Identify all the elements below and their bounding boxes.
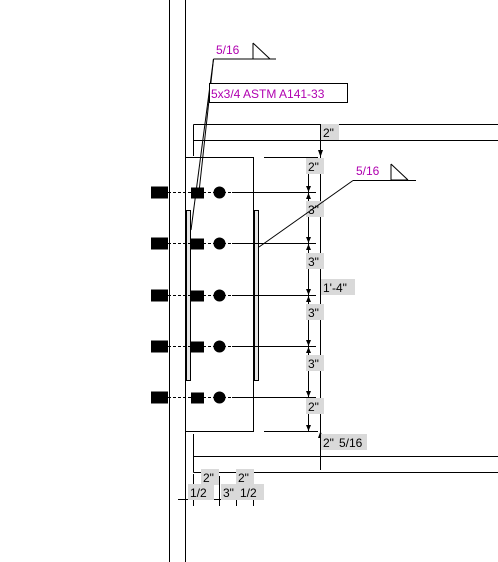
svg-text:3": 3"	[308, 357, 319, 371]
svg-text:2": 2"	[203, 471, 214, 485]
bolt-row	[151, 391, 232, 404]
bolt-hole	[213, 186, 226, 199]
bolt-nut	[191, 392, 204, 404]
dim-pitch-1: 3"	[306, 201, 324, 217]
dim-horiz-c: 1/2	[238, 484, 264, 500]
dim-pitch-2: 3"	[306, 253, 324, 269]
weld-size-top: 5/16	[216, 43, 240, 57]
bolt-head	[151, 391, 168, 404]
shear-plate	[185, 157, 254, 432]
beam-top-flange	[193, 124, 498, 156]
dim-pitch-4: 3"	[306, 355, 324, 371]
bolt-nut	[191, 238, 204, 250]
bolt-hole	[213, 340, 226, 353]
dim-edge-bottom: 2"	[306, 398, 324, 414]
svg-text:1/2: 1/2	[190, 486, 207, 500]
svg-text:2": 2"	[308, 400, 319, 414]
svg-text:2": 2"	[323, 126, 334, 140]
dim-overall: 1'-4"	[321, 279, 355, 295]
svg-text:3": 3"	[308, 203, 319, 217]
vertical-dimension-chain	[232, 124, 324, 470]
bolt-nut	[191, 187, 204, 199]
bolt-head	[151, 340, 168, 353]
dim-horiz-a: 1/2	[188, 484, 214, 500]
svg-text:1/2: 1/2	[240, 486, 257, 500]
bolt-nut	[191, 290, 204, 302]
dim-horiz-b: 3"	[221, 484, 239, 500]
bolt-row	[151, 289, 232, 302]
weld-size-right: 5/16	[356, 164, 380, 178]
svg-text:3": 3"	[308, 306, 319, 320]
bolt-head	[151, 237, 168, 250]
svg-text:5/16: 5/16	[339, 436, 363, 450]
dim-top-gap: 2"	[321, 124, 339, 140]
bolt-row	[151, 186, 232, 199]
svg-text:1'-4": 1'-4"	[323, 281, 347, 295]
bolt-row	[151, 237, 232, 250]
bolt-row	[151, 340, 232, 353]
weld-note-box	[209, 83, 348, 103]
svg-text:2": 2"	[323, 436, 334, 450]
weld-callout-right: 5/16	[258, 163, 416, 248]
svg-text:3": 3"	[308, 255, 319, 269]
bolt-hole	[213, 391, 226, 404]
bolt-nut	[191, 341, 204, 353]
bolt-hole	[213, 237, 226, 250]
dim-horiz-edge-left: 2"	[201, 469, 219, 485]
svg-text:2": 2"	[308, 160, 319, 174]
bolt-hole	[213, 289, 226, 302]
column-flange	[169, 0, 186, 562]
dim-bottom-gap: 2"	[321, 434, 339, 450]
weld-callout-top: 5/16 5x3/4 ASTM A141-33	[190, 42, 348, 231]
dim-horiz-edge-right: 2"	[236, 469, 254, 485]
dim-edge-top: 2"	[306, 158, 324, 174]
svg-text:3": 3"	[223, 486, 234, 500]
dim-bottom-weld: 5/16	[337, 434, 367, 450]
bolt-head	[151, 186, 168, 199]
bolt-head	[151, 289, 168, 302]
svg-text:2": 2"	[238, 471, 249, 485]
weld-note: 5x3/4 ASTM A141-33	[211, 87, 325, 101]
bolt-group	[151, 186, 232, 404]
dim-pitch-3: 3"	[306, 304, 324, 320]
